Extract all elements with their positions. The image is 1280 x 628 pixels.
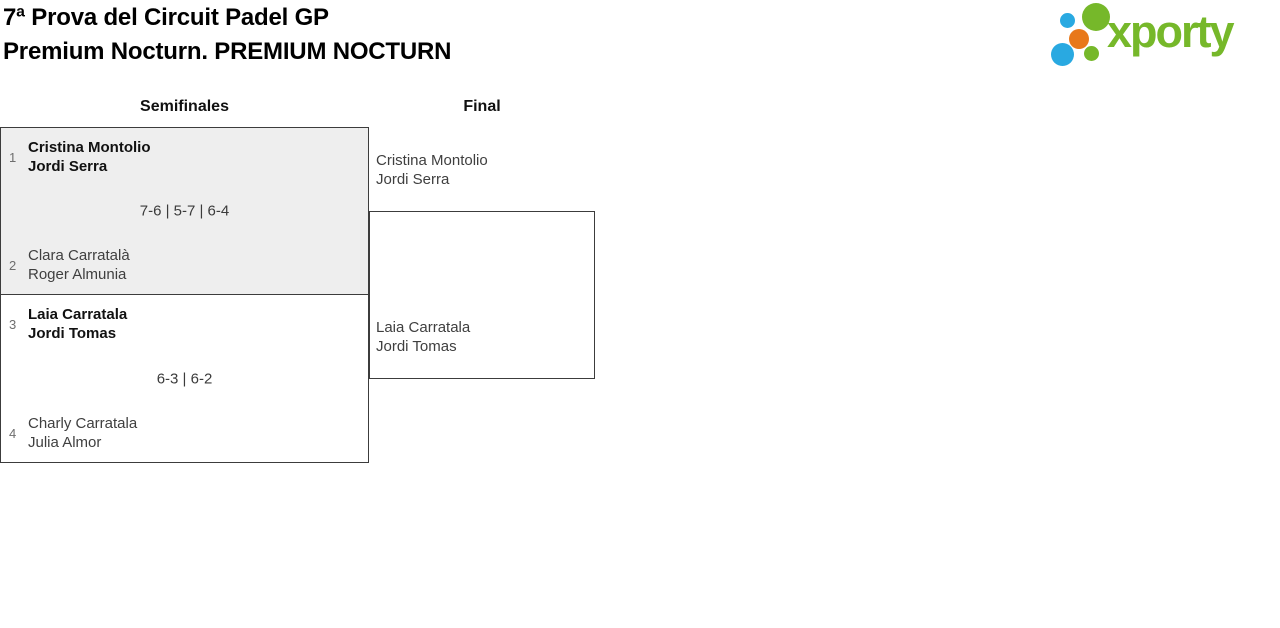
seed-number: 1 xyxy=(9,149,17,165)
tournament-title-line2: Premium Nocturn. PREMIUM NOCTURN xyxy=(3,38,452,65)
team-names: Clara Carratalà Roger Almunia xyxy=(28,246,130,284)
player-name: Clara Carratalà xyxy=(28,247,130,264)
player-name: Roger Almunia xyxy=(28,266,127,283)
seed-number: 4 xyxy=(9,425,17,441)
semifinal-match-2-card[interactable]: 3 Laia Carratala Jordi Tomas 6-3 | 6-2 4… xyxy=(0,295,369,463)
seed-number: 3 xyxy=(9,316,17,332)
logo-dot-icon xyxy=(1051,43,1074,66)
player-name: Julia Almor xyxy=(28,434,102,451)
player-name: Jordi Serra xyxy=(376,171,450,188)
logo-dot-icon xyxy=(1082,3,1110,31)
team-entry-seed-1: 1 Cristina Montolio Jordi Serra xyxy=(9,138,151,176)
player-name: Laia Carratala xyxy=(376,319,471,336)
match-score: 6-3 | 6-2 xyxy=(156,370,213,387)
team-entry-seed-3: 3 Laia Carratala Jordi Tomas xyxy=(9,305,127,343)
team-entry-seed-2: 2 Clara Carratalà Roger Almunia xyxy=(9,246,130,284)
round-header-final: Final xyxy=(463,98,501,115)
player-name: Laia Carratala xyxy=(28,306,128,323)
player-name: Jordi Tomas xyxy=(28,325,117,342)
team-entry-seed-4: 4 Charly Carratala Julia Almor xyxy=(9,414,137,452)
round-header-semifinales: Semifinales xyxy=(140,98,229,115)
tournament-title-line1: 7ª Prova del Circuit Padel GP xyxy=(3,4,329,31)
match-score: 7-6 | 5-7 | 6-4 xyxy=(139,202,230,220)
player-name: Cristina Montolio xyxy=(376,152,488,169)
logo-dot-icon xyxy=(1069,29,1089,49)
logo-dot-icon xyxy=(1084,46,1099,61)
player-name: Cristina Montolio xyxy=(28,139,151,156)
player-name: Jordi Tomas xyxy=(376,338,457,355)
team-names: Charly Carratala Julia Almor xyxy=(28,414,137,452)
final-match-card[interactable] xyxy=(369,211,595,379)
team-names: Cristina Montolio Jordi Serra xyxy=(28,138,151,176)
logo-dot-icon xyxy=(1060,13,1075,28)
player-name: Charly Carratala xyxy=(28,415,138,432)
semifinal-match-1-card[interactable]: 1 Cristina Montolio Jordi Serra 7-6 | 5-… xyxy=(0,127,369,295)
page-title: 7ª Prova del Circuit Padel GP Premium No… xyxy=(3,1,451,69)
final-team-1-names: Cristina Montolio Jordi Serra xyxy=(376,151,488,189)
logo-wordmark: xporty xyxy=(1107,6,1235,57)
team-names: Laia Carratala Jordi Tomas xyxy=(28,305,127,343)
seed-number: 2 xyxy=(9,257,17,273)
player-name: Jordi Serra xyxy=(28,158,108,175)
xporty-logo[interactable]: xporty xyxy=(1045,0,1280,72)
final-team-2-names: Laia Carratala Jordi Tomas xyxy=(376,318,470,356)
